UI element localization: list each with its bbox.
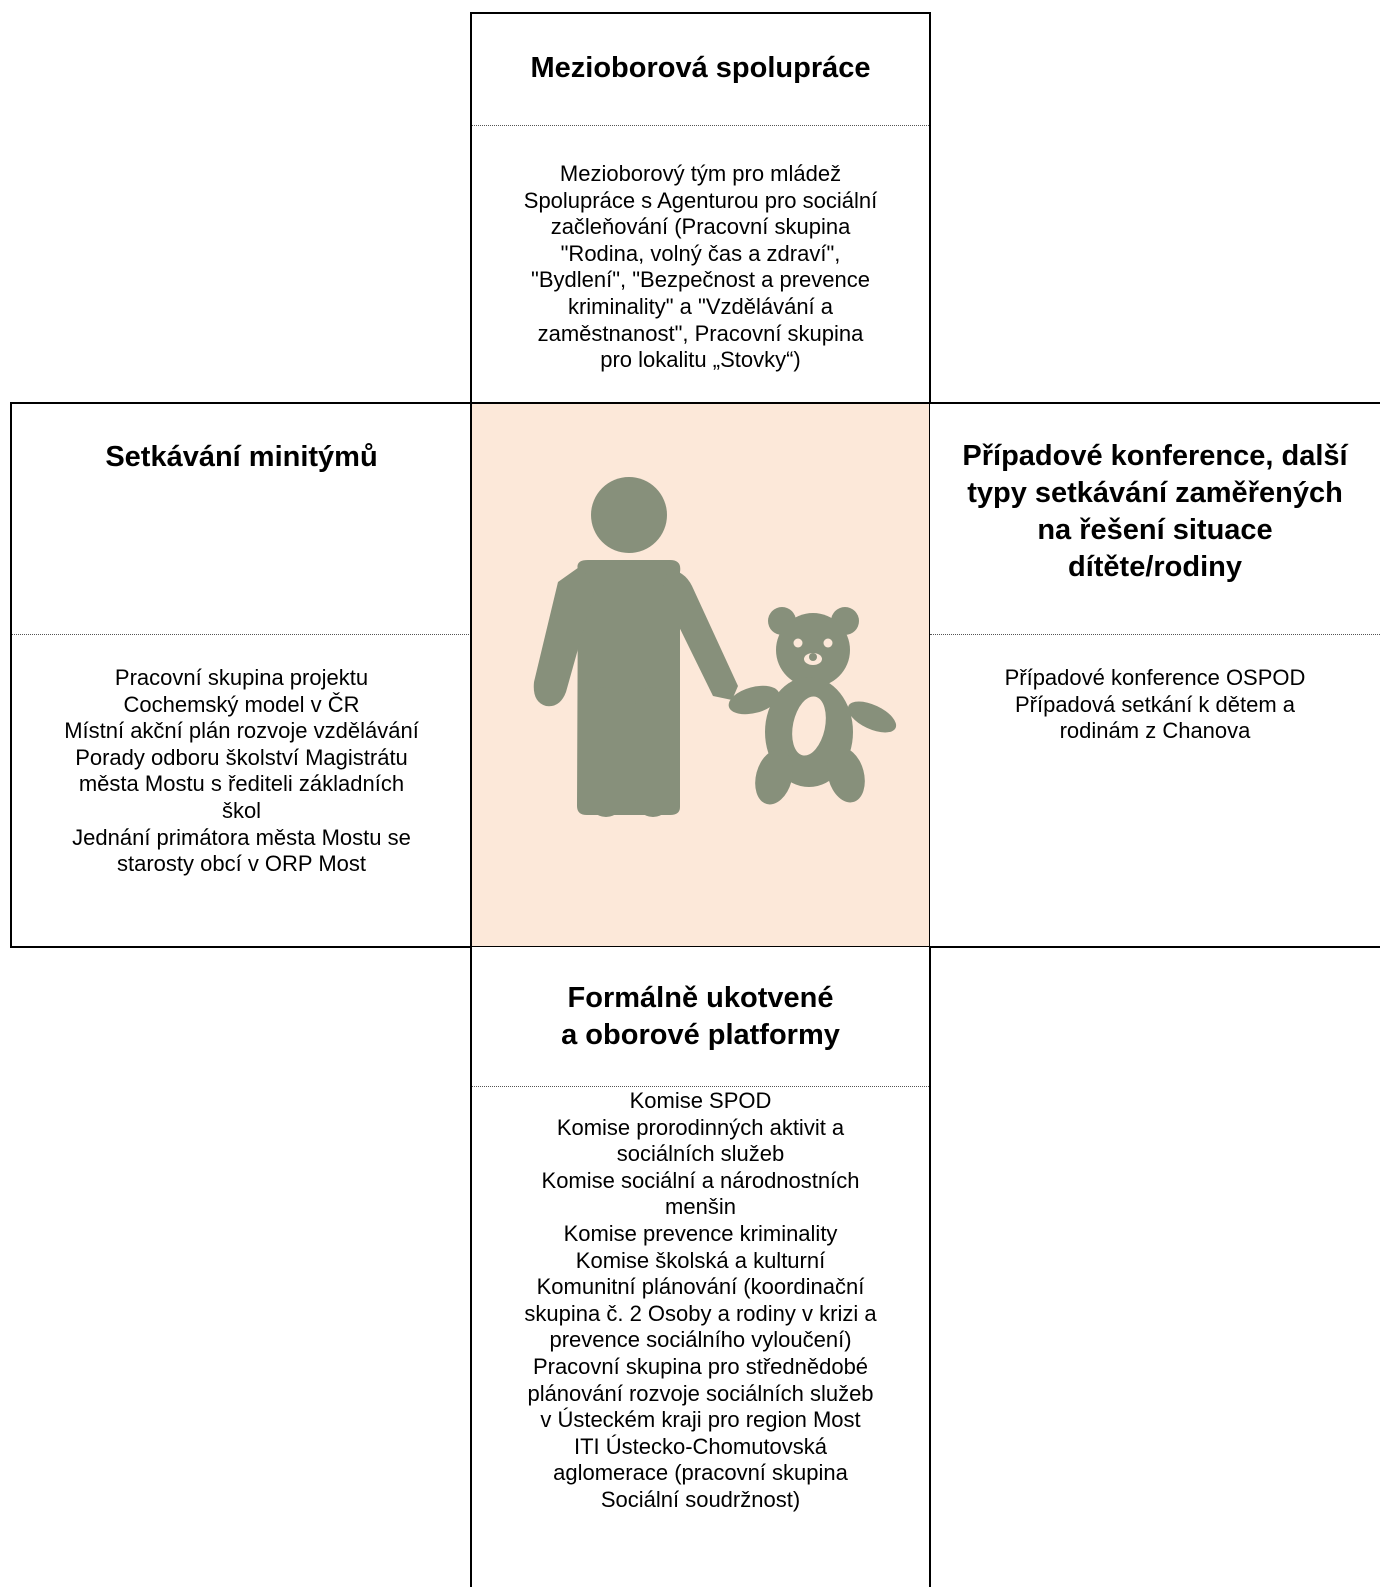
- left-panel-title: Setkávání minitýmů: [105, 441, 378, 473]
- left-panel: Setkávání minitýmů Pracovní skupina proj…: [10, 402, 471, 948]
- right-panel-title: Případové konference, další typy setkává…: [962, 440, 1348, 583]
- top-panel-text: Mezioborový tým pro mládež Spolupráce s …: [523, 161, 878, 373]
- center-panel: [470, 402, 931, 948]
- bottom-panel: Formálně ukotvené a oborové platformy Ko…: [470, 947, 931, 1587]
- adult-with-child-teddy-bear-icon: [533, 477, 897, 817]
- bottom-panel-divider: [472, 1086, 929, 1087]
- bottom-panel-text: Komise SPOD Komise prorodinných aktivit …: [524, 1088, 877, 1512]
- top-panel-title: Mezioborová spolupráce: [530, 52, 871, 84]
- bottom-panel-title: Formálně ukotvené a oborové platformy: [561, 982, 840, 1051]
- right-panel-text: Případové konference OSPOD Případová set…: [1004, 665, 1306, 744]
- top-panel: Mezioborová spolupráce Mezioborový tým p…: [470, 12, 931, 402]
- top-panel-divider: [472, 125, 929, 126]
- left-panel-text: Pracovní skupina projektu Cochemský mode…: [64, 665, 419, 877]
- right-panel: Případové konference, další typy setkává…: [930, 402, 1380, 948]
- right-panel-divider: [930, 634, 1380, 635]
- left-panel-divider: [12, 634, 471, 635]
